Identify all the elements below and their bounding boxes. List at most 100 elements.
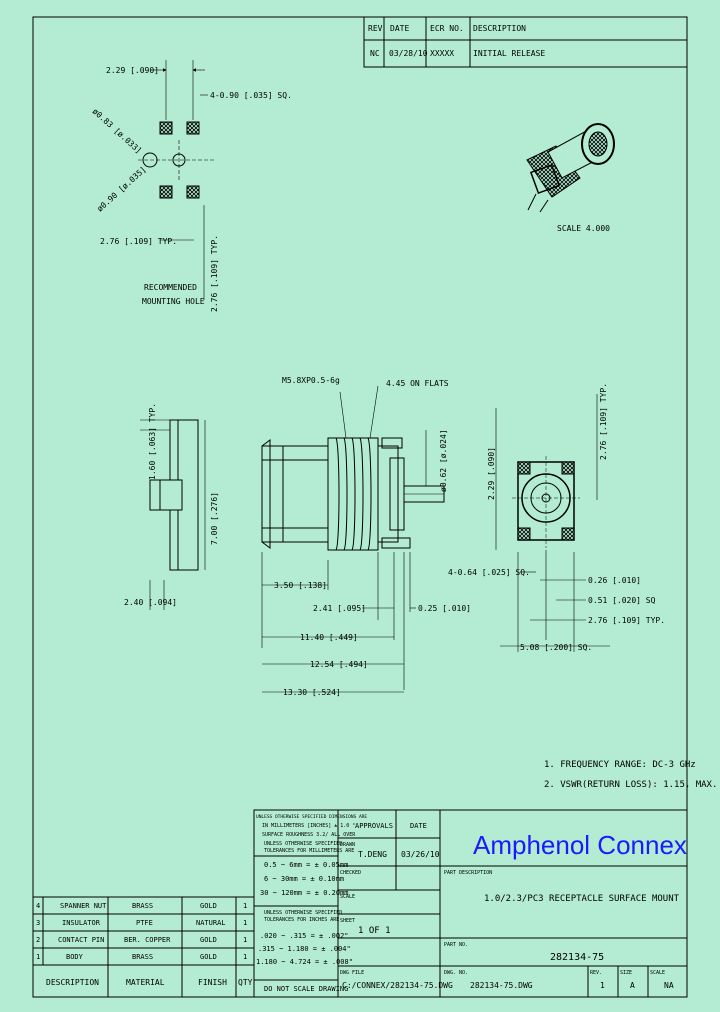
tb-scale-label: SCALE [340,894,355,900]
bom-qty: 1 [243,919,247,927]
mh-label-line2: MOUNTING HOLE [142,297,205,306]
dim-front-276v: 2.76 [.109] TYP. [599,383,608,460]
pad-square [186,121,200,135]
dim-flats: 4.45 ON FLATS [386,379,449,388]
dim-1330: 13.30 [.524] [283,688,341,697]
tb-sheet-label: SHEET [340,918,355,924]
tb-drawn-date: 03/26/10 [401,850,440,859]
pad-square [159,185,173,199]
dim-mh-dia1: ø0.83 [ø.033] [91,107,144,156]
tb-part-no-label: PART NO. [444,942,468,948]
tol-mm2: 6 ~ 30mm = ± 0.10mm [264,875,344,883]
bom-fin: GOLD [200,902,217,910]
tb-size: A [630,981,635,990]
rev-value: NC [370,49,380,58]
nut [377,445,399,543]
bom-desc: INSULATOR [62,919,101,927]
bom-qty: 1 [243,936,247,944]
dim-side-160: 1.60 [.063] TYP. [148,403,157,480]
dim-thread: M5.8XP0.5-6g [282,376,340,385]
ecr-value: XXXXX [430,49,454,58]
bom-mat: BRASS [132,953,153,961]
bom-header-finish: FINISH [198,978,227,987]
tolerance-block: UNLESS OTHERWISE SPECIFIED DIMENSIONS AR… [253,809,367,998]
tb-scale-label-2: SCALE [650,970,665,976]
bom-no: 2 [36,936,40,944]
main-view: M5.8XP0.5-6g 4.45 ON FLATS 3.50 [.138] 2… [261,376,471,697]
bom-mat: BRASS [132,902,153,910]
notes: 1. FREQUENCY RANGE: DC-3 GHz 2. VSWR(RET… [544,760,717,790]
dim-side-700: 7.00 [.276] [210,492,219,545]
tb-scale: NA [664,981,674,990]
bom-mat: PTFE [136,919,153,927]
bom-qty: 1 [243,902,247,910]
tb-part-desc-label: PART DESCRIPTION [444,870,492,876]
tb-date-header: DATE [410,822,427,830]
bom-desc: CONTACT PIN [58,936,104,944]
bom-table: 4 SPANNER NUT BRASS GOLD 1 3 INSULATOR P… [32,896,255,998]
bom-qty: 1 [243,953,247,961]
bom-fin: GOLD [200,953,217,961]
rev-header: REV [368,24,383,33]
tb-rev: 1 [600,981,605,990]
tol-hdr2: UNLESS OTHERWISE SPECIFIED [264,910,342,916]
dim-mh-dia2: ø0.90 [ø.035] [95,165,148,214]
brand-logo: Amphenol Connex [473,830,687,860]
note-2: 2. VSWR(RETURN LOSS): 1.15, MAX. [544,780,717,790]
tb-sheet-value: 1 OF 1 [358,926,391,936]
side-pin [149,479,183,511]
tol-line2: IN MILLIMETERS [INCHES] ± 1.0 ° [262,823,355,829]
pad-square [159,121,173,135]
dim-mh-typ-h: 2.76 [.109] TYP. [100,237,177,246]
tb-dwg-file-label: DWG FILE [340,970,364,976]
dim-mh-top: 2.29 [.090] [106,66,159,75]
dim-front-051: 0.51 [.020] SQ [588,596,656,605]
tol-dont-scale: DO NOT SCALE DRAWING [264,985,348,993]
dim-025: 0.25 [.010] [418,604,471,613]
iso-scale: SCALE 4.000 [557,224,610,233]
dim-mh-holes: 4-0.90 [.035] SQ. [210,91,292,100]
front-view: 2.29 [.090] 2.76 [.109] TYP. 4-0.64 [.02… [448,383,665,652]
tol-mm1: 0.5 ~ 6mm = ± 0.05mm [264,861,348,869]
dim-dia-062: ø0.62 [ø.024] [439,429,448,492]
dim-front-064: 4-0.64 [.025] SQ. [448,568,530,577]
iso-view: SCALE 4.000 [526,123,615,233]
bom-desc: SPANNER NUT [60,902,107,910]
tol-hdr2b: TOLERANCES FOR INCHES ARE [264,917,339,923]
tb-checked-label: CHECKED [340,870,361,876]
description-header: DESCRIPTION [473,24,526,33]
tb-approvals: APPROVALS [355,822,393,830]
dim-side-240: 2.40 [.094] [124,598,177,607]
rev-date: 03/28/10 [389,49,428,58]
rev-description: INITIAL RELEASE [473,49,545,58]
bom-header-qty: QTY [238,978,253,987]
mh-label-line1: RECOMMENDED [144,283,197,292]
bom-header-description: DESCRIPTION [46,978,99,987]
tol-line1: UNLESS OTHERWISE SPECIFIED DIMENSIONS AR… [256,814,367,820]
tol-line3: SURFACE ROUGHNESS 3.2/ ALL OVER [262,832,356,838]
tol-in3: 1.180 ~ 4.724 = ± .008" [256,958,353,966]
tol-hdr1b: TOLERANCES FOR MILLIMETERS ARE [264,848,354,854]
revision-block: REV DATE ECR NO. DESCRIPTION NC 03/28/10… [363,16,688,68]
bom-no: 1 [36,953,40,961]
dim-front-229: 2.29 [.090] [487,447,496,500]
dim-1254: 12.54 [.494] [310,660,368,669]
tol-in1: .020 ~ .315 = ± .002" [260,932,349,940]
bom-no: 3 [36,919,40,927]
bom-fin: NATURAL [196,919,226,927]
bom-no: 4 [36,902,40,910]
dim-front-508: 5.08 [.200] SQ. [520,643,592,652]
dim-1140: 11.40 [.449] [300,633,358,642]
ecr-header: ECR NO. [430,24,464,33]
tb-part-desc: 1.0/2.3/PC3 RECEPTACLE SURFACE MOUNT [484,894,680,904]
tol-mm3: 30 ~ 120mm = ± 0.20mm [260,889,349,897]
tb-drawn-by: T.DENG [358,850,387,859]
tb-dwg-no: 282134-75.DWG [470,981,533,990]
pad-square [186,185,200,199]
dim-mh-typ-v: 2.76 [.109] TYP. [210,235,219,312]
dim-350: 3.50 [.138] [274,581,327,590]
tb-rev-label: REV. [590,970,602,976]
tb-drawn-label: DRAWN [340,842,355,848]
dim-front-026: 0.26 [.010] [588,576,641,585]
